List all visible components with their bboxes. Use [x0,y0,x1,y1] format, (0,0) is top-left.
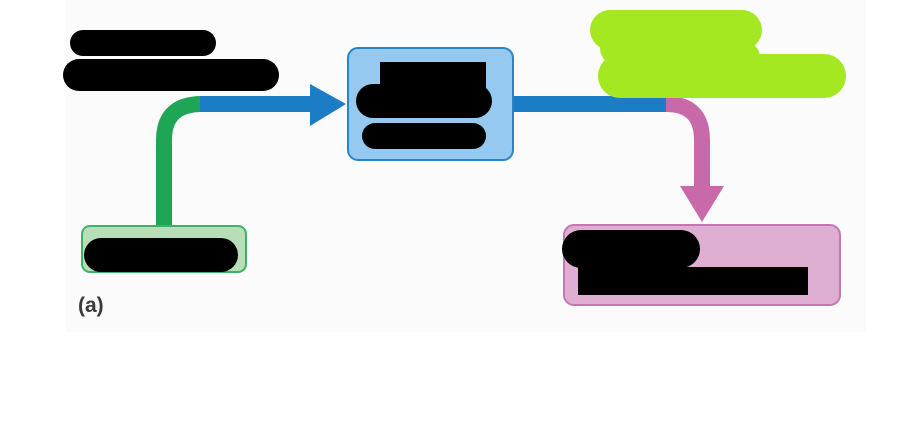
pink-connector-path [665,96,710,188]
pink-arrowhead [680,186,724,222]
redaction-top-left-line1 [70,30,216,56]
redaction-center-line3 [362,123,486,149]
redaction-pink-line1 [562,230,700,268]
highlight-scribble-top-right [590,10,846,98]
redaction-green-box-text [84,238,238,272]
redaction-top-left-line2 [63,59,279,91]
green-connector-path [156,96,203,228]
redaction-center-line2 [356,84,492,118]
redaction-pink-line2 [578,267,808,295]
blue-arrowhead [310,84,346,126]
panel-label: (a) [78,294,104,317]
